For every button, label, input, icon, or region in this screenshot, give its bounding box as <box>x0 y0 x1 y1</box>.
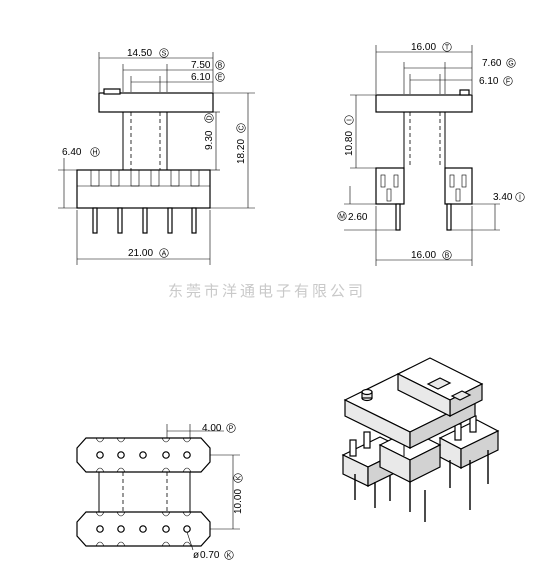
dim-value: 4.00 <box>202 423 222 434</box>
dim-value: 16.00 <box>411 250 436 261</box>
dim-tag: K <box>236 475 243 480</box>
bottom-view <box>76 424 240 551</box>
side-dim-3-40: 3.40 I <box>493 192 525 203</box>
dim-value: 18.20 <box>236 139 247 164</box>
side-dim-16-00-top: 16.00 T <box>411 42 452 53</box>
side-dim-7-60: 7.60 G <box>482 58 516 69</box>
front-dim-18-20: 18.20 C <box>236 123 247 164</box>
dim-value: 3.40 <box>493 192 513 203</box>
front-dim-6-10: 6.10 E <box>191 72 225 83</box>
dim-tag: C <box>239 125 246 130</box>
dim-value: 10.00 <box>233 489 244 514</box>
side-view <box>344 45 500 266</box>
front-dim-6-40: 6.40 H <box>62 147 100 158</box>
dim-tag: A <box>162 251 167 258</box>
side-dim-2-60: M 2.60 <box>337 211 368 223</box>
dim-value: 10.80 <box>344 131 355 156</box>
dim-tag: F <box>506 79 510 86</box>
bottom-dim-0-70: ø 0.70 K <box>193 550 234 561</box>
front-dim-21-00: 21.00 A <box>128 248 169 259</box>
dim-tag: S <box>162 51 167 58</box>
dim-tag: E <box>218 75 223 82</box>
dim-value: 0.70 <box>200 550 220 561</box>
dim-value: 14.50 <box>127 48 152 59</box>
dim-tag: M <box>339 214 345 221</box>
dim-tag: B <box>445 253 450 260</box>
dim-tag: I <box>519 195 521 202</box>
side-dim-16-00-bottom: 16.00 B <box>411 250 452 261</box>
dim-tag: H <box>92 150 97 157</box>
side-dim-6-10: 6.10 F <box>479 76 513 87</box>
front-dim-9-30: 9.30 D <box>204 113 215 150</box>
dim-value: 21.00 <box>128 248 153 259</box>
side-dim-10-80: 10.80 I <box>344 115 355 156</box>
bottom-dim-10-00: 10.00 K <box>233 473 244 514</box>
front-dim-7-50: 7.50 B <box>191 60 225 71</box>
front-view <box>58 52 255 265</box>
dim-value: 16.00 <box>411 42 436 53</box>
dim-value: 9.30 <box>204 130 215 150</box>
isometric-view <box>341 357 500 522</box>
dim-tag: I <box>347 119 354 121</box>
dim-tag: T <box>445 45 450 52</box>
dim-tag: D <box>207 115 214 120</box>
dim-tag: P <box>229 426 234 433</box>
dim-tag: B <box>218 63 223 70</box>
dim-value: 6.40 <box>62 147 82 158</box>
dim-value: 6.10 <box>479 76 499 87</box>
front-dim-14-50: 14.50 S <box>127 48 169 59</box>
diameter-symbol: ø <box>193 550 199 561</box>
bottom-dim-4-00: 4.00 P <box>202 423 236 434</box>
dim-value: 2.60 <box>348 212 368 223</box>
dim-value: 7.60 <box>482 58 502 69</box>
dim-value: 7.50 <box>191 60 211 71</box>
dim-tag: G <box>508 61 513 68</box>
dim-value: 6.10 <box>191 72 211 83</box>
dim-tag: K <box>227 553 232 560</box>
company-watermark: 东莞市洋通电子有限公司 <box>168 282 366 300</box>
